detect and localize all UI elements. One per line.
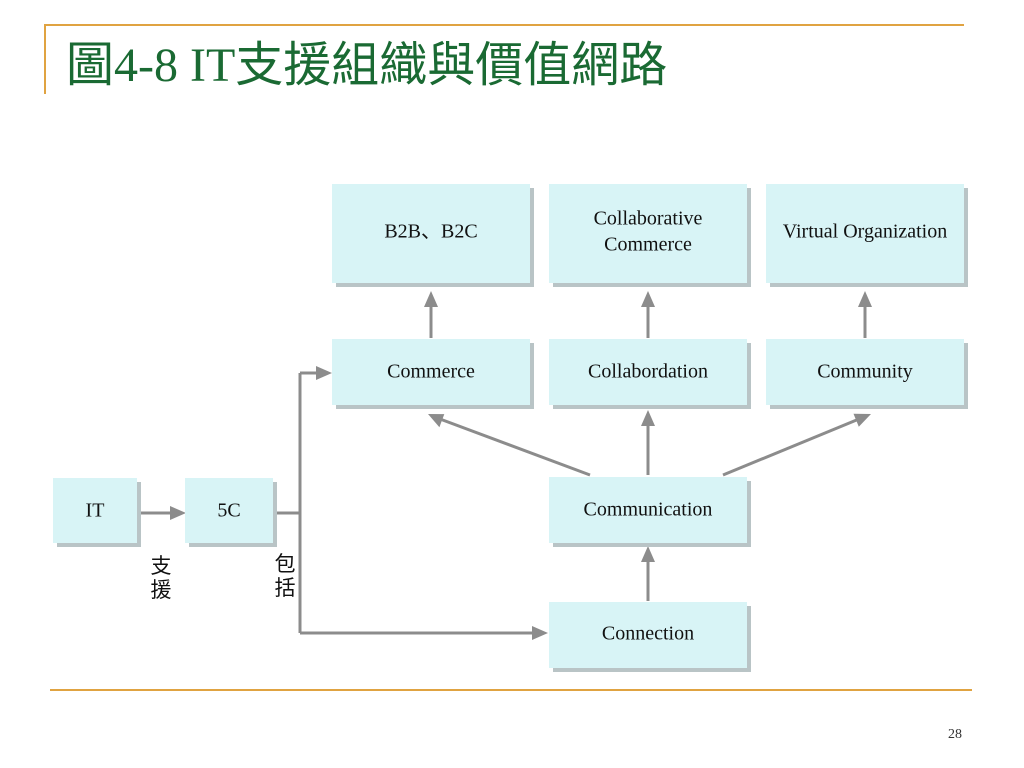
arrowhead-it-to-5c [170,506,186,520]
node-connection: Connection [549,602,751,672]
arrowhead-collabordation-to-collaborative-commerce [641,291,655,307]
node-communication: Communication [549,477,751,547]
node-collabordation-label: Collabordation [588,361,708,383]
node-communication-label: Communication [584,499,713,521]
edges [141,291,872,640]
edge-label-includes: 包括 [275,552,296,600]
arrow-communication-to-community [722,417,860,477]
node-community-label: Community [817,361,913,383]
edge-label-supports: 支援 [151,554,172,602]
node-commerce: Commerce [332,339,534,409]
arrowhead-communication-to-community [853,413,871,427]
arrowhead-trunk-to-connection [532,626,548,640]
arrowhead-communication-to-collabordation [641,410,655,426]
arrowhead-trunk-to-commerce [316,366,332,380]
node-b2b-b2c-label: B2B、B2C [384,221,477,243]
nodes: IT 5C Commerce Collabordation Community [53,184,968,672]
node-collabordation: Collabordation [549,339,751,409]
arrowhead-commerce-to-b2b [424,291,438,307]
node-community: Community [766,339,968,409]
arrowhead-community-to-virtual-organization [858,291,872,307]
bottom-rule [50,689,972,691]
node-b2b-b2c: B2B、B2C [332,184,534,287]
arrow-communication-to-commerce [439,417,591,477]
slide-title: 圖4-8 IT支援組織與價值網路 [66,39,668,92]
node-it: IT [53,478,141,547]
node-virtual-organization: Virtual Organization [766,184,968,287]
node-5c-label: 5C [217,500,240,522]
arrowhead-connection-to-communication [641,546,655,562]
node-connection-label: Connection [602,623,694,645]
edge-labels: 支援 包括 [151,552,296,602]
node-5c: 5C [185,478,277,547]
top-rule [44,24,964,26]
arrowhead-communication-to-commerce [428,414,445,428]
node-commerce-label: Commerce [387,361,475,383]
left-rule [44,24,46,94]
page-number: 28 [948,727,962,742]
node-virtual-organization-label: Virtual Organization [783,221,948,243]
node-it-label: IT [86,500,105,522]
